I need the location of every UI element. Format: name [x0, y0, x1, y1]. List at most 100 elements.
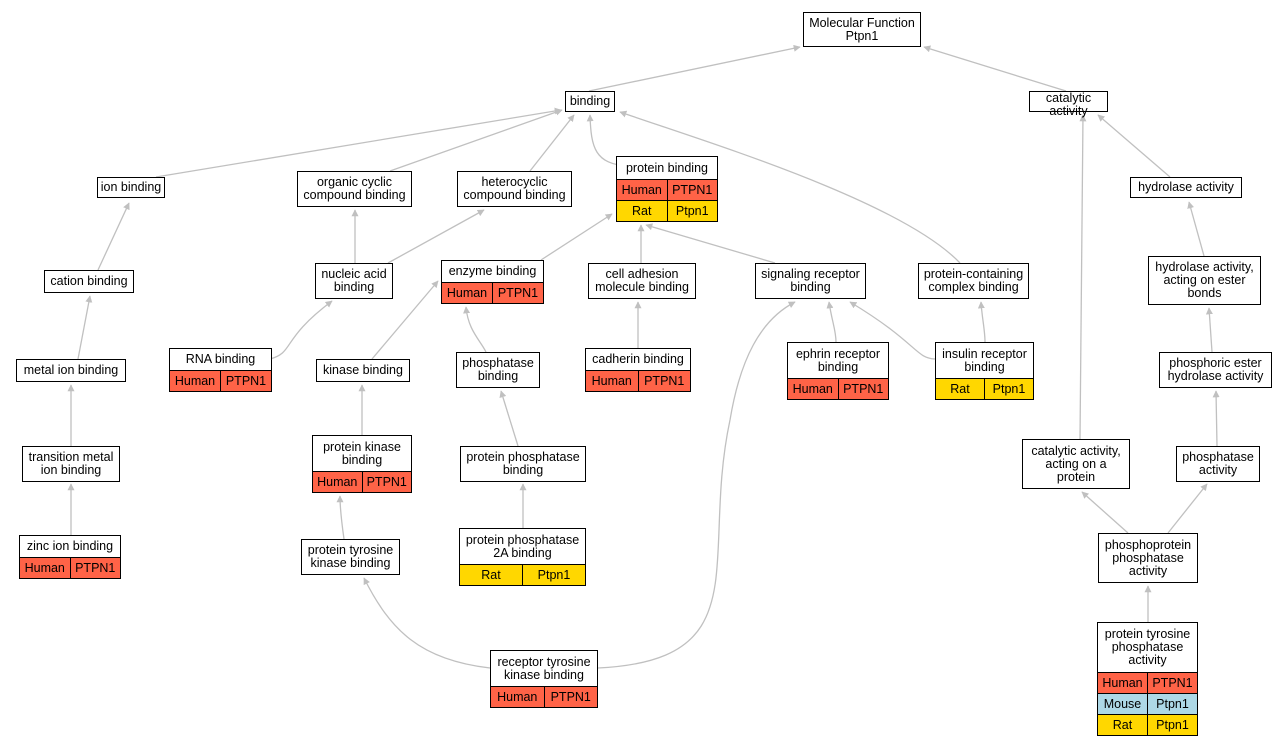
edge-insulin-to-complex: [977, 301, 986, 343]
edge-metal-to-cation: [77, 295, 93, 360]
node-label: ephrin receptor binding: [795, 346, 881, 374]
edge-rtkb-to-ptkb: [363, 577, 491, 669]
edge-insulin-to-sigrec: [849, 301, 936, 360]
node-phosester[interactable]: phosphoric ester hydrolase activity: [1159, 352, 1272, 388]
edge-sigrec-to-protein: [645, 223, 776, 264]
edge-catprot-to-catalytic: [1079, 114, 1087, 440]
node-hetero[interactable]: heterocyclic compound binding: [457, 171, 572, 207]
species-cell: Rat: [481, 568, 501, 582]
node-metal[interactable]: metal ion binding: [16, 359, 126, 382]
node-label: cation binding: [50, 274, 128, 288]
node-transition[interactable]: transition metal ion binding: [22, 446, 120, 482]
species-cell: Human: [174, 374, 216, 388]
species-cell: Rat: [950, 382, 970, 396]
edge-phosprot-to-phosact: [1167, 483, 1208, 534]
species-cell: Human: [1102, 676, 1143, 690]
node-sigrec[interactable]: signaling receptor binding: [755, 263, 866, 299]
edge-phosprot-to-catprot: [1081, 491, 1129, 534]
edge-rtkb-to-sigrec: [597, 301, 796, 669]
node-root[interactable]: Molecular Function Ptpn1: [803, 12, 921, 47]
node-label: cadherin binding: [592, 352, 684, 366]
gene-cell: Ptpn1: [984, 379, 1033, 399]
edge-kinase-to-enzyme: [371, 280, 439, 360]
node-catalytic[interactable]: catalytic activity: [1029, 91, 1108, 118]
gene-cell: PTPN1: [837, 379, 889, 399]
edge-hetero-to-binding: [529, 114, 575, 172]
node-cation[interactable]: cation binding: [44, 270, 134, 293]
node-label: protein tyrosine kinase binding: [307, 543, 394, 570]
node-label: insulin receptor binding: [942, 346, 1027, 374]
edge-organic-to-binding: [389, 108, 563, 172]
annotation-row: Human PTPN1: [170, 370, 271, 391]
node-label: metal ion binding: [23, 363, 119, 377]
edge-binding-to-root: [588, 44, 801, 92]
annotation-row: Human PTPN1: [586, 370, 690, 391]
node-ptkb[interactable]: protein tyrosine kinase binding: [301, 539, 400, 575]
node-phosprot[interactable]: phosphoprotein phosphatase activity: [1098, 533, 1198, 583]
edge-protphos-to-phosbind: [499, 390, 519, 447]
gene-cell: Ptpn1: [666, 201, 718, 221]
node-label: binding: [569, 94, 611, 108]
edge-ion-to-binding: [155, 107, 562, 178]
node-label: protein binding: [625, 160, 708, 175]
node-phosbind[interactable]: phosphatase binding: [456, 352, 540, 388]
node-celladh[interactable]: cell adhesion molecule binding: [588, 263, 696, 299]
annotation-row: Human PTPN1: [1098, 672, 1197, 693]
node-label: enzyme binding: [448, 264, 537, 278]
node-label: signaling receptor binding: [761, 267, 860, 294]
gene-cell: PTPN1: [361, 472, 412, 492]
node-label: receptor tyrosine kinase binding: [497, 654, 591, 682]
node-kinase[interactable]: kinase binding: [316, 359, 410, 382]
edge-phosact-to-phosester: [1212, 390, 1220, 447]
species-cell: Human: [497, 690, 538, 704]
node-label: transition metal ion binding: [28, 450, 114, 477]
node-binding[interactable]: binding: [565, 91, 615, 112]
node-organic[interactable]: organic cyclic compound binding: [297, 171, 412, 207]
node-protphos[interactable]: protein phosphatase binding: [460, 446, 586, 482]
node-complex[interactable]: protein-containing complex binding: [918, 263, 1029, 299]
node-nucleic[interactable]: nucleic acid binding: [315, 263, 393, 299]
gene-cell: PTPN1: [1147, 673, 1197, 693]
gene-cell: PTPN1: [543, 687, 598, 707]
node-label: kinase binding: [323, 363, 403, 377]
node-hydrolase[interactable]: hydrolase activity: [1130, 177, 1242, 198]
species-cell: Human: [591, 374, 632, 388]
node-label: protein tyrosine phosphatase activity: [1104, 627, 1191, 667]
species-cell: Human: [317, 475, 358, 489]
node-label: organic cyclic compound binding: [303, 175, 406, 202]
node-label: protein phosphatase binding: [466, 450, 580, 477]
gene-cell: PTPN1: [637, 371, 691, 391]
node-catprot[interactable]: catalytic activity, acting on a protein: [1022, 439, 1130, 489]
node-label: phosphoprotein phosphatase activity: [1104, 537, 1192, 578]
node-label: catalytic activity: [1045, 91, 1092, 118]
node-phosact[interactable]: phosphatase activity: [1176, 446, 1260, 482]
edge-phosester-to-ester: [1205, 307, 1213, 353]
edge-catalytic-to-root: [923, 45, 1067, 92]
gene-cell: PTPN1: [492, 283, 543, 303]
node-label: phosphatase activity: [1182, 450, 1254, 477]
node-ester[interactable]: hydrolase activity, acting on ester bond…: [1148, 256, 1261, 305]
node-ion[interactable]: ion binding: [97, 177, 165, 198]
gene-cell: Ptpn1: [522, 565, 585, 585]
node-label: ion binding: [100, 180, 162, 194]
gene-cell: PTPN1: [220, 371, 271, 391]
edge-ephrin-to-sigrec: [826, 301, 837, 343]
